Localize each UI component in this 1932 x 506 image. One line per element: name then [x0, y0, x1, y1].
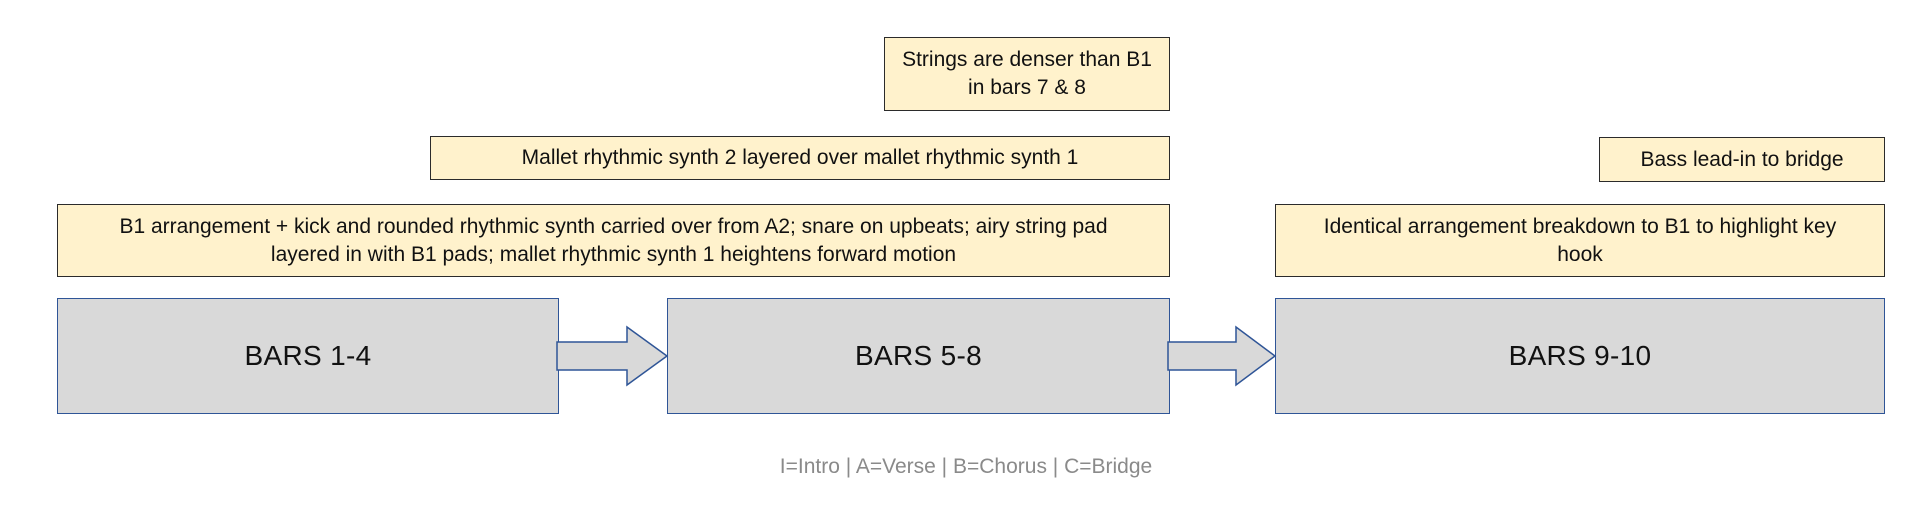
- bars-5-8-box: BARS 5-8: [667, 298, 1170, 414]
- note-identical-arrangement-text: Identical arrangement breakdown to B1 to…: [1323, 214, 1837, 266]
- arrow-1-to-2-icon: [556, 325, 669, 387]
- note-strings-denser-text: Strings are denser than B1 in bars 7 & 8: [902, 48, 1152, 99]
- arrow-2-to-3-icon: [1167, 325, 1277, 387]
- bars-1-4-box: BARS 1-4: [57, 298, 559, 414]
- note-mallet-layered: Mallet rhythmic synth 2 layered over mal…: [430, 136, 1170, 180]
- note-strings-denser: Strings are denser than B1 in bars 7 & 8: [884, 37, 1170, 111]
- bars-9-10-box: BARS 9-10: [1275, 298, 1885, 414]
- note-mallet-layered-text: Mallet rhythmic synth 2 layered over mal…: [521, 146, 1079, 169]
- bars-9-10-label: BARS 9-10: [1508, 340, 1652, 371]
- note-b1-arrangement: B1 arrangement + kick and rounded rhythm…: [57, 204, 1170, 277]
- section-legend: I=Intro | A=Verse | B=Chorus | C=Bridge: [779, 455, 1153, 478]
- bars-5-8-label: BARS 5-8: [855, 340, 982, 371]
- note-bass-lead-in: Bass lead-in to bridge: [1599, 137, 1885, 182]
- bars-1-4-label: BARS 1-4: [244, 340, 372, 371]
- note-b1-arrangement-text: B1 arrangement + kick and rounded rhythm…: [119, 214, 1108, 266]
- note-bass-lead-in-text: Bass lead-in to bridge: [1640, 147, 1844, 171]
- note-identical-arrangement: Identical arrangement breakdown to B1 to…: [1275, 204, 1885, 277]
